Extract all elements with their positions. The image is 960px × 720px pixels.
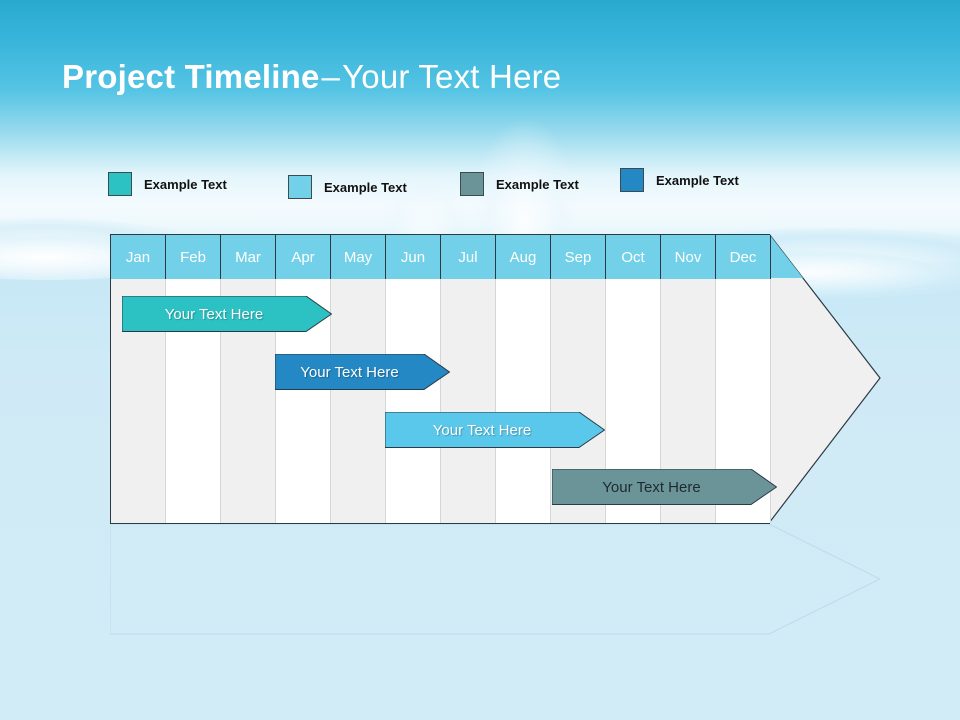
month-header-aug[interactable]: Aug xyxy=(496,235,551,279)
month-column-body xyxy=(441,279,496,523)
column-divider xyxy=(660,279,661,523)
column-divider xyxy=(385,279,386,523)
column-divider xyxy=(440,279,441,523)
month-header-sep[interactable]: Sep xyxy=(551,235,606,279)
timeline-arrow-head xyxy=(769,234,881,524)
month-column-body xyxy=(496,279,551,523)
month-header-dec[interactable]: Dec xyxy=(716,235,771,279)
column-divider xyxy=(770,279,771,523)
slide-title-light: Your Text Here xyxy=(342,58,562,95)
month-header-feb[interactable]: Feb xyxy=(166,235,221,279)
month-column-jul: Jul xyxy=(441,235,496,523)
month-column-body xyxy=(386,279,441,523)
legend-label-1: Example Text xyxy=(144,176,227,192)
slide-title-bold: Project Timeline xyxy=(62,58,320,95)
column-divider xyxy=(605,279,606,523)
month-column-aug: Aug xyxy=(496,235,551,523)
task-bar-2[interactable]: Your Text Here xyxy=(275,354,450,390)
legend-swatch-icon-1 xyxy=(108,172,132,196)
legend-label-2: Example Text xyxy=(324,179,407,195)
month-header-jun[interactable]: Jun xyxy=(386,235,441,279)
task-bar-1[interactable]: Your Text Here xyxy=(122,296,332,332)
month-header-may[interactable]: May xyxy=(331,235,386,279)
column-divider xyxy=(550,279,551,523)
month-column-jun: Jun xyxy=(386,235,441,523)
legend-swatch-icon-3 xyxy=(460,172,484,196)
legend-swatch-icon-2 xyxy=(288,175,312,199)
month-header-nov[interactable]: Nov xyxy=(661,235,716,279)
slide-title-dash: – xyxy=(321,58,341,95)
month-header-jul[interactable]: Jul xyxy=(441,235,496,279)
legend-item-3[interactable]: Example Text xyxy=(460,172,579,196)
legend-label-3: Example Text xyxy=(496,176,579,192)
month-header-oct[interactable]: Oct xyxy=(606,235,661,279)
column-divider xyxy=(715,279,716,523)
task-bar-3[interactable]: Your Text Here xyxy=(385,412,605,448)
task-bar-4[interactable]: Your Text Here xyxy=(552,469,777,505)
legend-swatch-icon-4 xyxy=(620,168,644,192)
column-divider xyxy=(495,279,496,523)
month-header-mar[interactable]: Mar xyxy=(221,235,276,279)
column-divider xyxy=(275,279,276,523)
legend: Example Text Example Text Example Text E… xyxy=(108,166,868,202)
legend-item-1[interactable]: Example Text xyxy=(108,172,227,196)
month-column-feb: Feb xyxy=(166,235,221,523)
legend-item-4[interactable]: Example Text xyxy=(620,168,739,192)
column-divider xyxy=(220,279,221,523)
column-divider xyxy=(330,279,331,523)
column-divider xyxy=(165,279,166,523)
month-column-mar: Mar xyxy=(221,235,276,523)
month-column-jan: Jan xyxy=(111,235,166,523)
month-column-body xyxy=(331,279,386,523)
legend-label-4: Example Text xyxy=(656,172,739,188)
month-header-apr[interactable]: Apr xyxy=(276,235,331,279)
month-header-jan[interactable]: Jan xyxy=(111,235,166,279)
slide-title: Project Timeline–Your Text Here xyxy=(62,58,561,96)
legend-item-2[interactable]: Example Text xyxy=(288,175,407,199)
month-column-may: May xyxy=(331,235,386,523)
